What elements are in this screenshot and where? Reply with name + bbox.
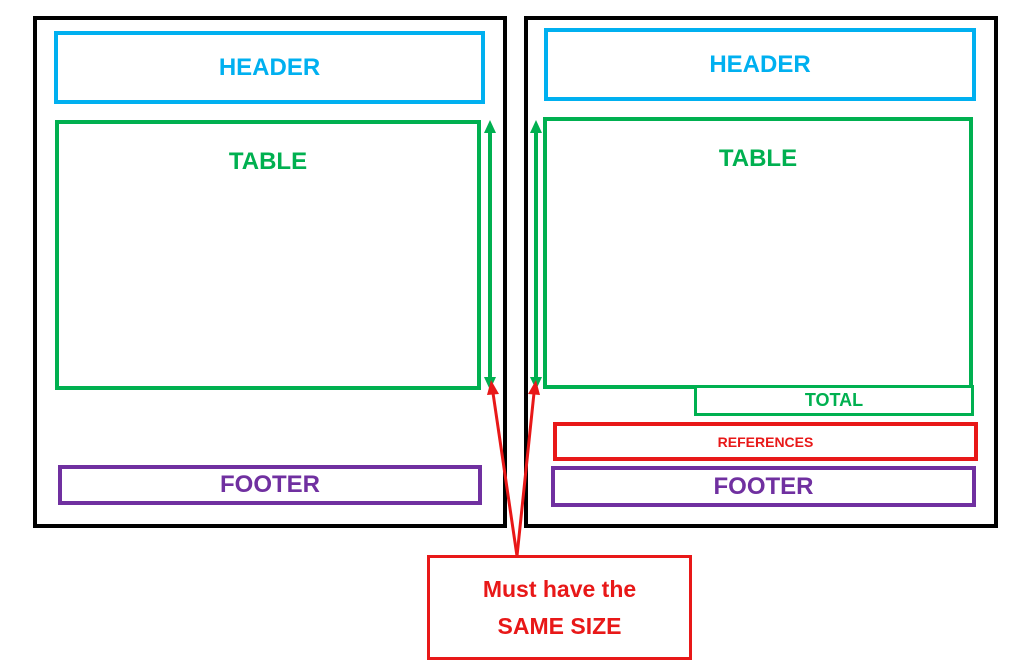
left-header-label: HEADER [218, 53, 321, 81]
left-footer-box: FOOTER [58, 465, 482, 505]
right-footer-box: FOOTER [551, 466, 976, 507]
callout-line-1: Must have the [482, 575, 637, 602]
right-references-box: REFERENCES [553, 422, 978, 461]
right-total-label: TOTAL [804, 390, 864, 410]
right-footer-label: FOOTER [713, 472, 814, 500]
right-references-label: REFERENCES [717, 433, 814, 450]
right-table-label: TABLE [718, 145, 798, 172]
callout-line-2: SAME SIZE [497, 612, 622, 639]
right-table-box: TABLE [543, 117, 973, 389]
right-header-label: HEADER [709, 50, 811, 78]
right-total-box: TOTAL [694, 385, 974, 416]
right-header-box: HEADER [544, 28, 976, 101]
left-table-label: TABLE [228, 148, 308, 175]
same-size-callout: Must have the SAME SIZE [427, 555, 692, 660]
left-footer-label: FOOTER [220, 471, 320, 498]
callout-text: Must have the SAME SIZE [483, 571, 636, 645]
left-header-box: HEADER [54, 31, 485, 104]
left-table-box: TABLE [55, 120, 481, 390]
